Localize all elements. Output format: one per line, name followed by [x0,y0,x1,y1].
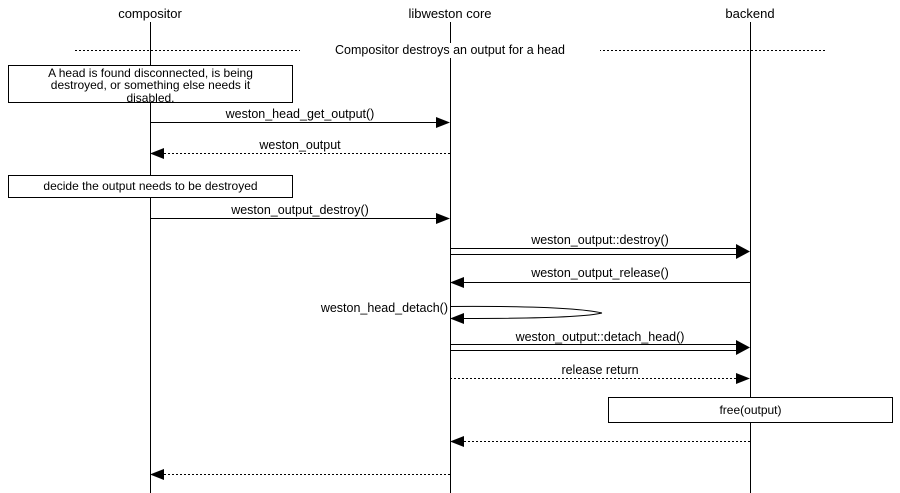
divider-label: Compositor destroys an output for a head [300,43,600,58]
arrow-release-return [450,373,750,384]
arrow-detach-head-vfunc [450,340,750,355]
participant-backend: backend [725,6,775,21]
arrow-output-destroy [150,213,450,224]
label-weston-output: weston_output [259,138,341,152]
label-detach-head-vfunc: weston_output::detach_head() [515,330,685,344]
label-head-detach: weston_head_detach() [320,301,448,315]
note-line: destroyed, or something else needs it [50,78,251,93]
note-decide-destroy: decide the output needs to be destroyed [8,175,293,198]
arrow-head-get-output [150,117,450,128]
participant-compositor: compositor [118,6,182,21]
note-line: disabled. [126,90,175,105]
label-head-get-output: weston_head_get_output() [225,107,375,121]
arrow-return-to-compositor [150,469,450,480]
note-free-output: free(output) [608,397,893,423]
arrow-weston-output-return [150,148,450,159]
arrow-return-to-libweston [450,436,750,447]
label-output-destroy: weston_output_destroy() [231,203,369,217]
arrow-head-detach-self [449,305,603,324]
arrow-output-destroy-vfunc [450,244,750,259]
participant-libweston-core: libweston core [408,6,492,21]
label-output-release: weston_output_release() [531,266,669,280]
note-head-disconnected: A head is found disconnected, is being d… [8,65,293,105]
label-release-return: release return [561,363,639,377]
arrow-output-release [450,277,750,288]
label-output-destroy-vfunc: weston_output::destroy() [531,233,669,247]
note-line: A head is found disconnected, is being [48,66,253,80]
